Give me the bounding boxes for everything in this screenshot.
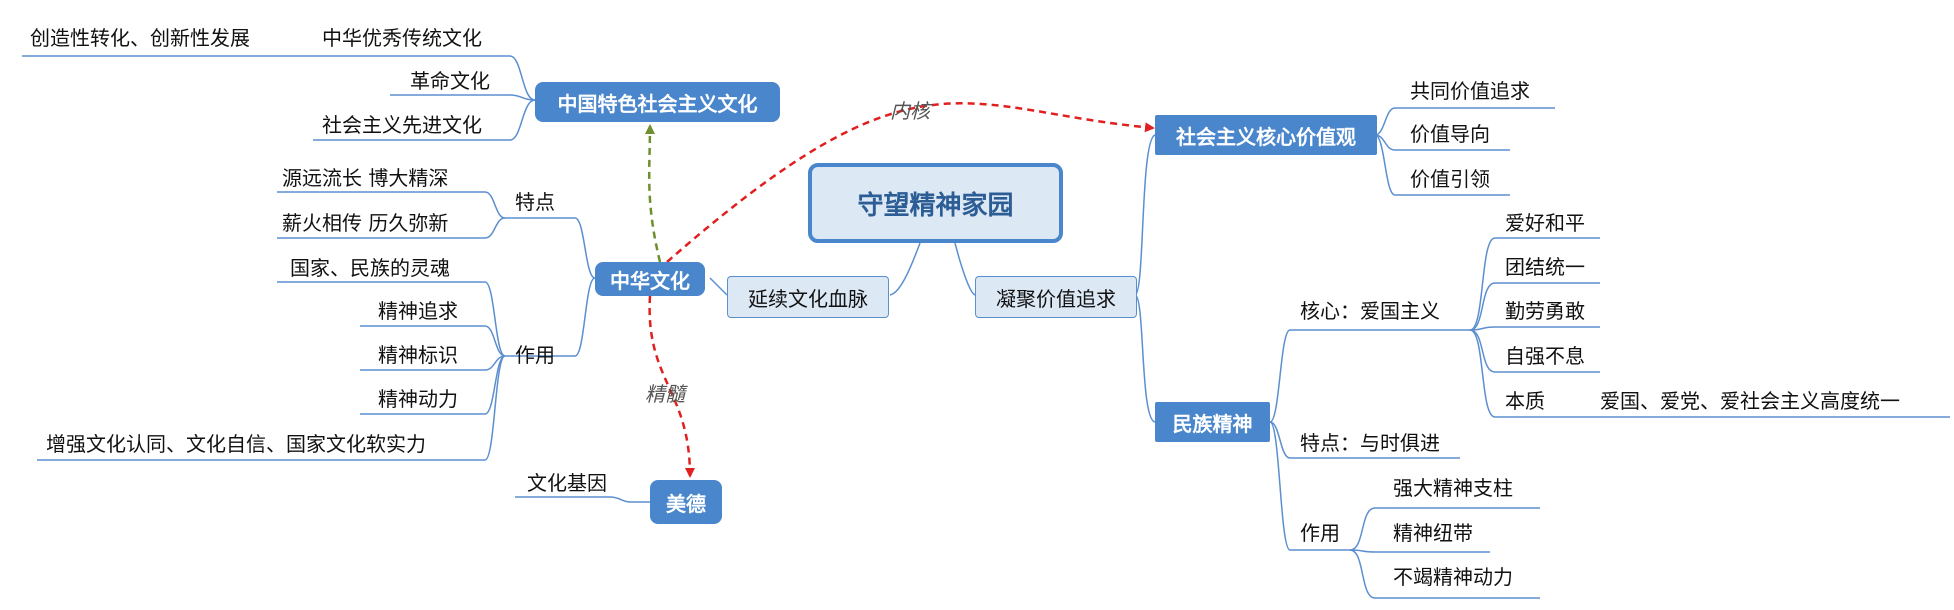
hexin-item-3: 价值引领 bbox=[1410, 167, 1490, 191]
jingsui-arrow bbox=[648, 295, 695, 478]
minzu-hexin-item-4: 自强不息 bbox=[1505, 344, 1585, 368]
minzu-tedian: 特点：与时俱进 bbox=[1300, 431, 1440, 455]
zhonghua-tedian-1: 源远流长 博大精深 bbox=[282, 166, 449, 190]
green-arrow bbox=[644, 124, 662, 263]
hexin-item-2: 价值导向 bbox=[1410, 122, 1490, 146]
zhonghua-tedian-2: 薪火相传 历久弥新 bbox=[282, 211, 449, 235]
zhonghua-zuoyong-4: 精神动力 bbox=[378, 387, 458, 411]
tese-item-3: 社会主义先进文化 bbox=[322, 113, 482, 137]
minzu-benzhi: 爱国、爱党、爱社会主义高度统一 bbox=[1600, 389, 1900, 413]
zhonghua-zuoyong-2: 精神追求 bbox=[378, 299, 458, 323]
minzu-zuoyong-3: 不竭精神动力 bbox=[1393, 565, 1513, 589]
hexin-node[interactable]: 社会主义核心价值观 bbox=[1155, 115, 1377, 155]
center-node[interactable]: 守望精神家园 bbox=[808, 163, 1063, 243]
minzu-node[interactable]: 民族精神 bbox=[1155, 402, 1270, 442]
minzu-zuoyong-1: 强大精神支柱 bbox=[1393, 476, 1513, 500]
minzu-hexin-item-3: 勤劳勇敢 bbox=[1505, 299, 1585, 323]
branch-left[interactable]: 延续文化血脉 bbox=[727, 276, 889, 318]
minzu-benzhi-label: 本质 bbox=[1505, 389, 1545, 413]
neihe-label: 内核 bbox=[890, 99, 930, 123]
branch-right[interactable]: 凝聚价值追求 bbox=[975, 276, 1137, 318]
meide-item: 文化基因 bbox=[527, 471, 607, 495]
zhonghua-zuoyong-5: 增强文化认同、文化自信、国家文化软实力 bbox=[46, 432, 426, 456]
tese-node[interactable]: 中国特色社会主义文化 bbox=[535, 82, 780, 122]
tese-item-2: 革命文化 bbox=[410, 69, 490, 93]
zhonghua-zuoyong-3: 精神标识 bbox=[378, 343, 458, 367]
minzu-hexin-item-1: 爱好和平 bbox=[1505, 211, 1585, 235]
zhonghua-tedian-label: 特点 bbox=[515, 190, 555, 214]
tese-sub-item: 创造性转化、创新性发展 bbox=[30, 26, 250, 50]
meide-node[interactable]: 美德 bbox=[650, 480, 722, 524]
hexin-item-1: 共同价值追求 bbox=[1410, 79, 1530, 103]
jingsui-label: 精髓 bbox=[645, 382, 685, 406]
tese-item-1: 中华优秀传统文化 bbox=[322, 26, 482, 50]
neihe-arrow bbox=[666, 102, 1155, 263]
minzu-zuoyong-label: 作用 bbox=[1300, 521, 1340, 545]
zhonghua-zuoyong-1: 国家、民族的灵魂 bbox=[290, 256, 450, 280]
zhonghua-node[interactable]: 中华文化 bbox=[595, 262, 705, 296]
minzu-hexin-label: 核心：爱国主义 bbox=[1300, 299, 1440, 323]
zhonghua-zuoyong-label: 作用 bbox=[515, 343, 555, 367]
minzu-hexin-item-2: 团结统一 bbox=[1505, 255, 1585, 279]
minzu-zuoyong-2: 精神纽带 bbox=[1393, 521, 1473, 545]
